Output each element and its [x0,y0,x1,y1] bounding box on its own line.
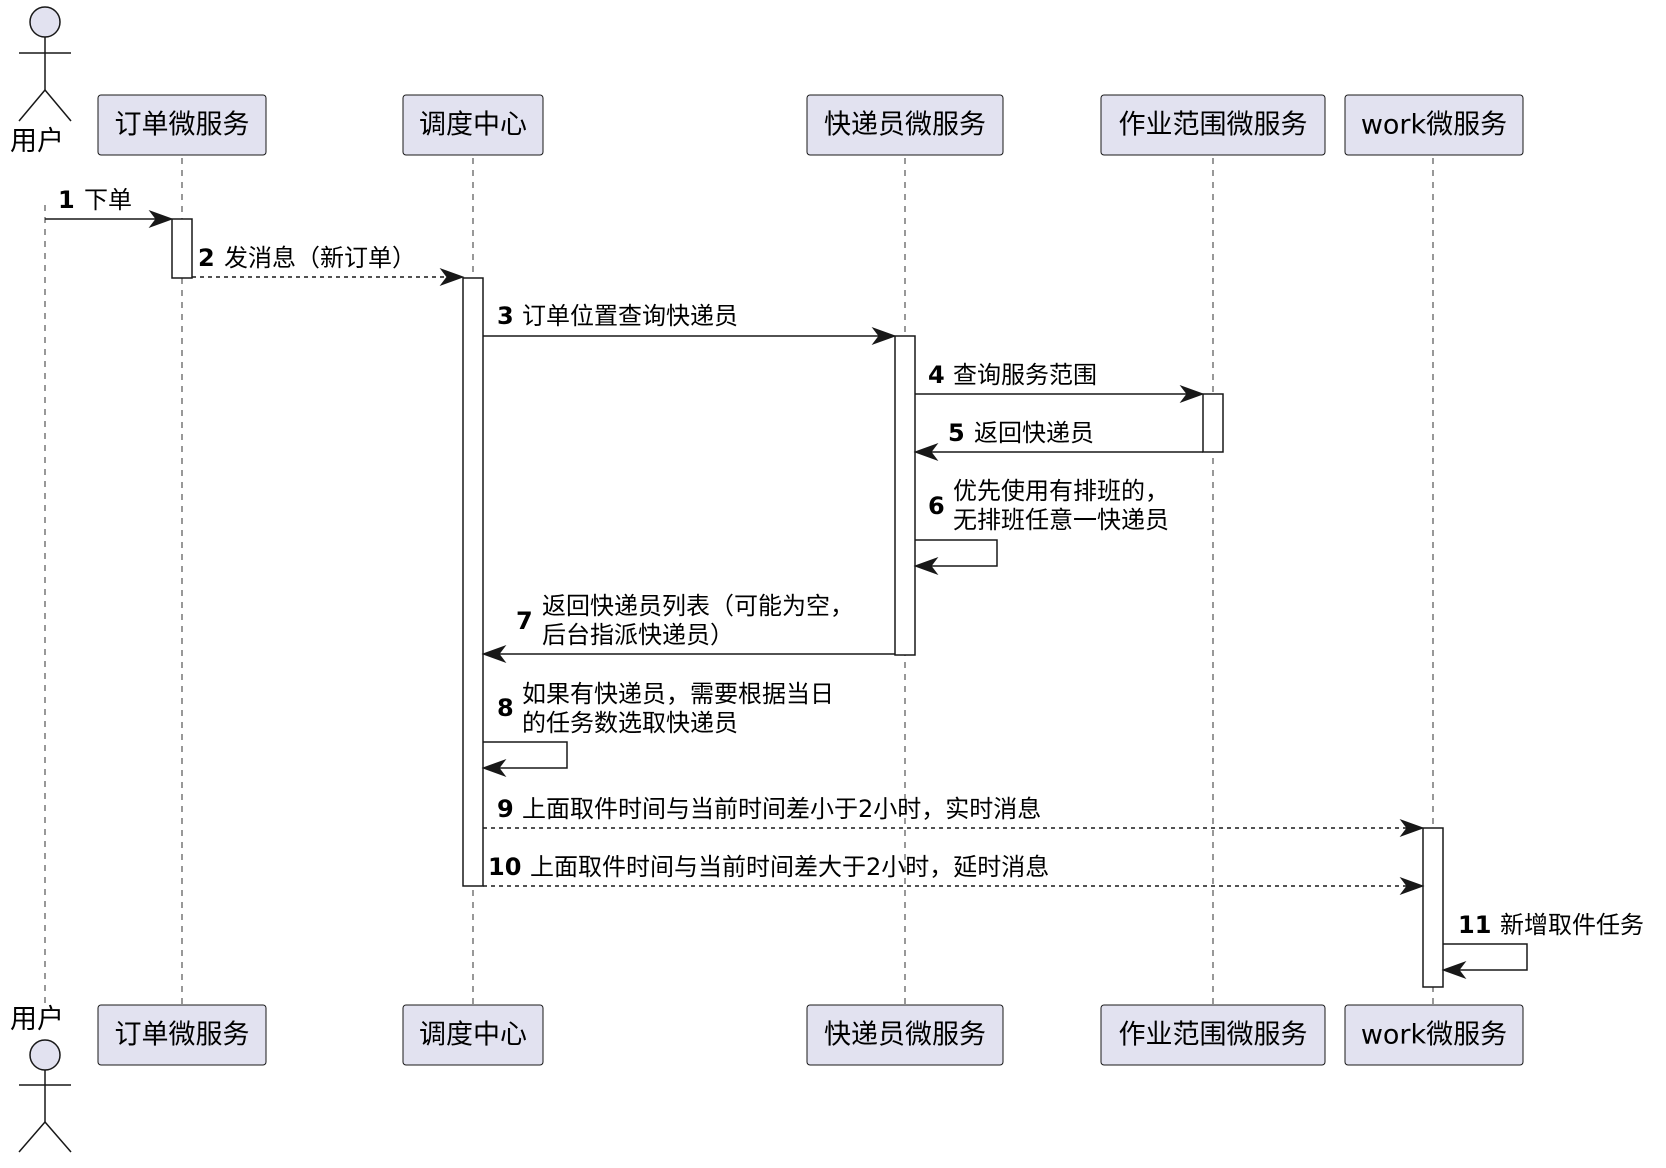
participant-scope-service-top: 作业范围微服务 [1100,94,1326,156]
actor-head [29,6,61,38]
activation-work-service [1422,827,1444,988]
participant-box [402,1004,544,1066]
message-number: 6 [928,492,945,520]
arrowhead [913,556,939,576]
activation-order-service [171,218,193,279]
message-label: 后台指派快递员） [542,621,734,649]
participant-label: 快递员微服务 [824,110,986,141]
participant-box [1100,94,1326,156]
message-number: 2 [198,244,215,272]
actor-user-bottom: 用户 [10,1004,72,1153]
actor-right-leg [44,1121,72,1153]
participant-dispatch-center-bottom: 调度中心 [402,1004,544,1066]
message-2: 2 发消息（新订单） [192,244,465,287]
message-label: 如果有快递员，需要根据当日 [522,680,834,708]
actor-label-top: 用户 [10,126,64,157]
activation-bars [171,218,1444,988]
message-11: 11 新增取件任务 [1441,911,1644,980]
message-label: 优先使用有排班的， [953,477,1169,505]
message-label: 发消息（新订单） [224,244,416,272]
message-line [915,539,998,567]
message-number: 10 [488,853,521,881]
participant-box [97,94,267,156]
participant-label: 作业范围微服务 [1119,1020,1308,1051]
message-label: 的任务数选取快递员 [522,709,738,737]
message-number: 8 [497,694,514,722]
participant-courier-service-bottom: 快递员微服务 [806,1004,1004,1066]
actor-right-leg [44,89,72,122]
participant-box [1344,94,1524,156]
message-line [1443,943,1528,971]
activation-courier-service [894,335,916,656]
participant-work-service-bottom: work微服务 [1344,1004,1524,1066]
message-number: 9 [497,795,514,823]
participant-label: work微服务 [1361,1020,1507,1051]
participant-label: work微服务 [1361,110,1507,141]
message-label: 查询服务范围 [953,361,1097,389]
actor-user-top: 用户 [10,6,72,157]
arrowhead [1399,818,1425,838]
participant-label: 调度中心 [419,1020,527,1051]
arrowhead [481,644,507,664]
arrowhead [148,209,174,229]
message-5: 5 返回快递员 [913,419,1203,462]
message-label: 返回快递员列表（可能为空， [542,592,854,620]
arrowhead [913,442,939,462]
message-label: 下单 [84,186,132,214]
message-4: 4 查询服务范围 [915,361,1205,404]
arrowhead [439,267,465,287]
actor-head [29,1039,61,1071]
participant-order-service-top: 订单微服务 [97,94,267,156]
message-label: 订单位置查询快递员 [522,302,738,330]
message-line [483,741,568,769]
message-9: 9 上面取件时间与当前时间差小于2小时，实时消息 [483,795,1425,838]
participant-box [806,1004,1004,1066]
arrowhead [1399,876,1425,896]
participant-label: 调度中心 [419,110,527,141]
actor-label-bottom: 用户 [10,1004,64,1035]
participant-box [1344,1004,1524,1066]
activation-dispatch-center [462,277,484,887]
arrowhead [1179,384,1205,404]
participant-box [97,1004,267,1066]
participant-label: 订单微服务 [115,110,250,141]
activation-scope-service [1202,393,1224,453]
participant-label: 作业范围微服务 [1119,110,1308,141]
message-label: 返回快递员 [974,419,1094,447]
message-number: 3 [497,302,514,330]
message-8: 8 如果有快递员，需要根据当日 的任务数选取快递员 [481,680,834,778]
participant-box [806,94,1004,156]
message-number: 11 [1458,911,1491,939]
participant-scope-service-bottom: 作业范围微服务 [1100,1004,1326,1066]
actor-left-leg [18,89,46,122]
arrowhead [481,758,507,778]
message-label: 上面取件时间与当前时间差大于2小时，延时消息 [530,853,1049,881]
participant-label: 快递员微服务 [824,1020,986,1051]
participant-work-service-top: work微服务 [1344,94,1524,156]
message-6: 6 优先使用有排班的， 无排班任意一快递员 [913,477,1169,576]
actor-left-leg [18,1121,46,1153]
message-3: 3 订单位置查询快递员 [483,302,897,346]
message-10: 10 上面取件时间与当前时间差大于2小时，延时消息 [483,853,1425,896]
message-number: 1 [58,186,75,214]
message-number: 5 [948,419,965,447]
participant-box [402,94,544,156]
participant-dispatch-center-top: 调度中心 [402,94,544,156]
message-number: 7 [516,607,533,635]
message-number: 4 [928,361,945,389]
participant-label: 订单微服务 [115,1020,250,1051]
message-label: 新增取件任务 [1500,911,1644,939]
participant-box [1100,1004,1326,1066]
participant-order-service-bottom: 订单微服务 [97,1004,267,1066]
message-label: 上面取件时间与当前时间差小于2小时，实时消息 [522,795,1041,823]
arrowhead [1441,960,1467,980]
message-1: 1 下单 [45,186,174,229]
arrowhead [871,326,897,346]
message-7: 7 返回快递员列表（可能为空， 后台指派快递员） [481,592,895,664]
message-label: 无排班任意一快递员 [953,506,1169,534]
participant-courier-service-top: 快递员微服务 [806,94,1004,156]
